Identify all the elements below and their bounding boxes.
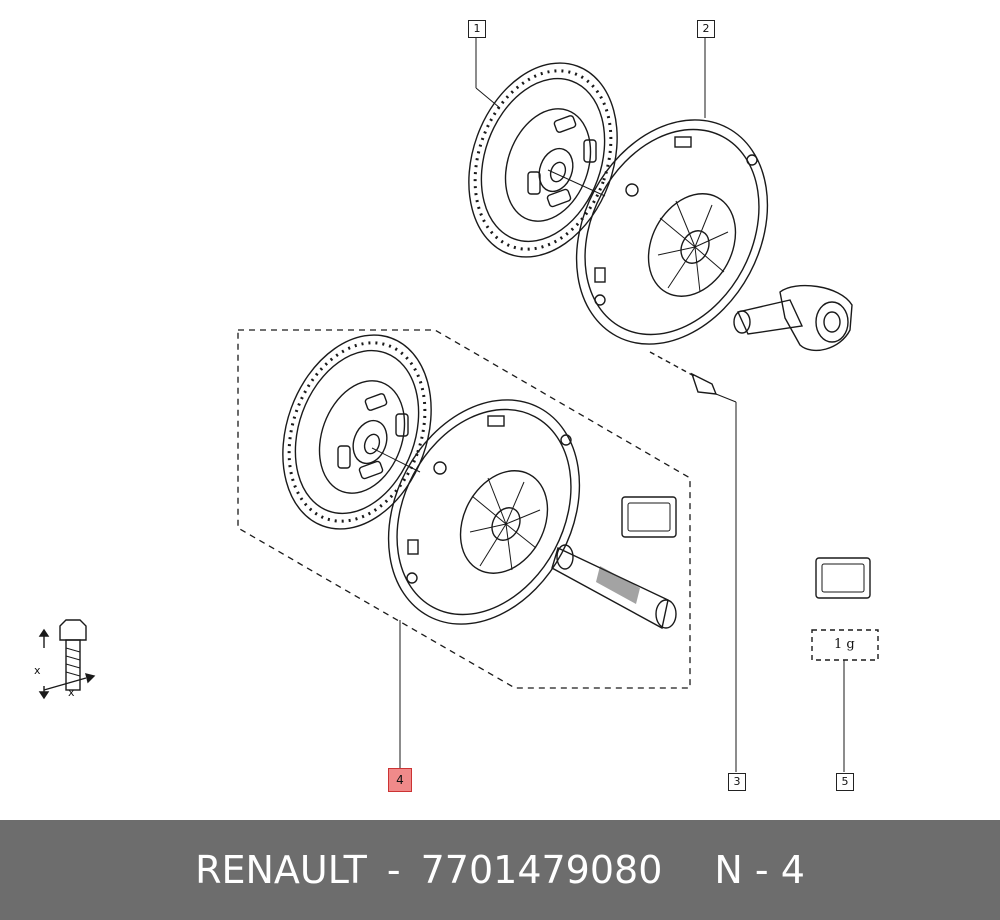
callout-4: 4 [388,768,412,792]
clutch-disc-kit [282,334,432,530]
callout-3: 3 [728,773,746,791]
clutch-disc-top [468,62,618,258]
dimension-x-left: x [34,664,41,677]
callout-1: 1 [468,20,486,38]
footer-separator: - [386,848,401,892]
leader-lines [371,37,845,772]
brand-name: RENAULT [195,848,367,892]
reference-number: N - 4 [714,848,805,892]
release-bearing [733,284,853,352]
grease-sachet-kit [621,496,677,538]
quantity-box-border [811,629,879,661]
part-number-footer: RENAULT - 7701479080 N - 4 [0,820,1000,920]
torque-bolt-symbol [38,619,96,700]
grease-sachet [815,557,871,599]
pressure-plate-kit [387,399,581,625]
exploded-parts-diagram [38,37,879,772]
dimension-x-bottom: x [68,686,75,699]
part-number: 7701479080 [420,848,663,892]
grease-quantity: 1 g [834,637,855,652]
pressure-plate-top [575,119,769,345]
alignment-shaft [551,544,677,630]
callout-5: 5 [836,773,854,791]
bolt [649,351,718,395]
callout-2: 2 [697,20,715,38]
